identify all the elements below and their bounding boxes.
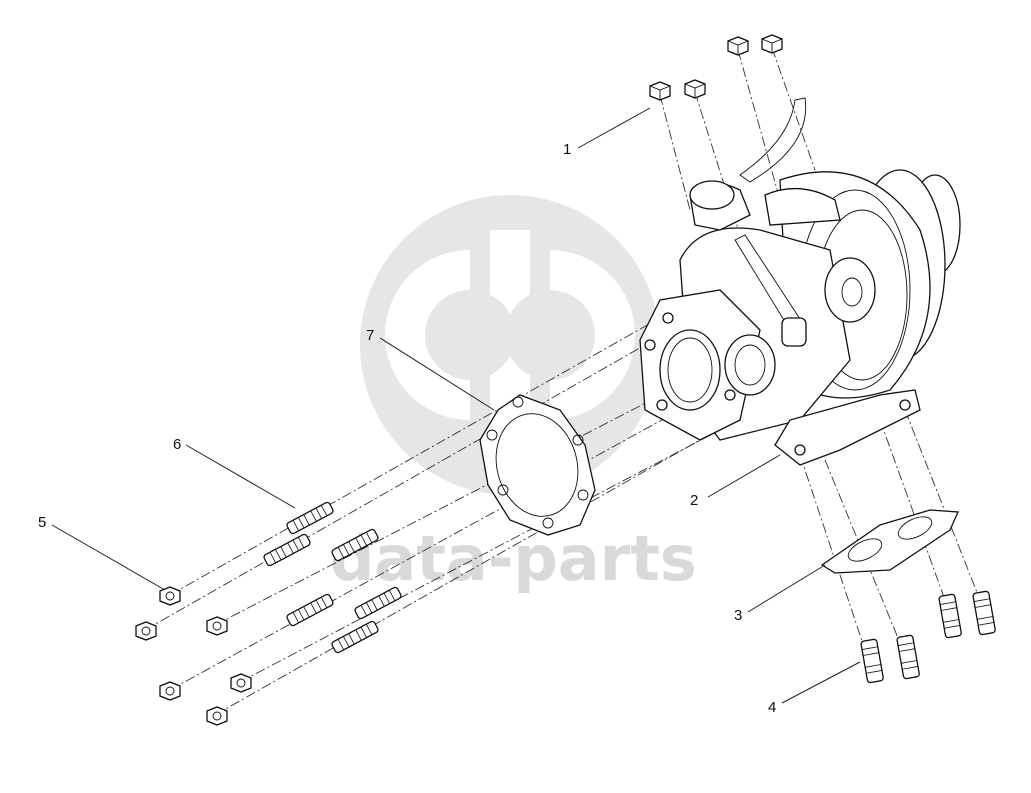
callout-4: 4 (768, 699, 776, 716)
callout-5: 5 (38, 514, 46, 531)
studs-item-4 (860, 590, 996, 684)
flange-gasket-item-7 (479, 394, 596, 536)
gasket-item-3 (820, 509, 959, 574)
watermark-text: data-parts (330, 522, 697, 595)
nuts-item-5 (135, 586, 252, 726)
nuts-item-1 (649, 34, 783, 101)
callout-leaders (51, 107, 861, 704)
callout-1: 1 (563, 141, 571, 158)
alignment-lines (144, 47, 981, 716)
callout-3: 3 (734, 607, 742, 624)
callout-7: 7 (366, 327, 374, 344)
callout-2: 2 (690, 492, 698, 509)
callout-6: 6 (173, 436, 181, 453)
turbocharger-assembly (639, 97, 961, 466)
studs-item-6 (263, 501, 402, 654)
watermark-logo (360, 195, 660, 495)
